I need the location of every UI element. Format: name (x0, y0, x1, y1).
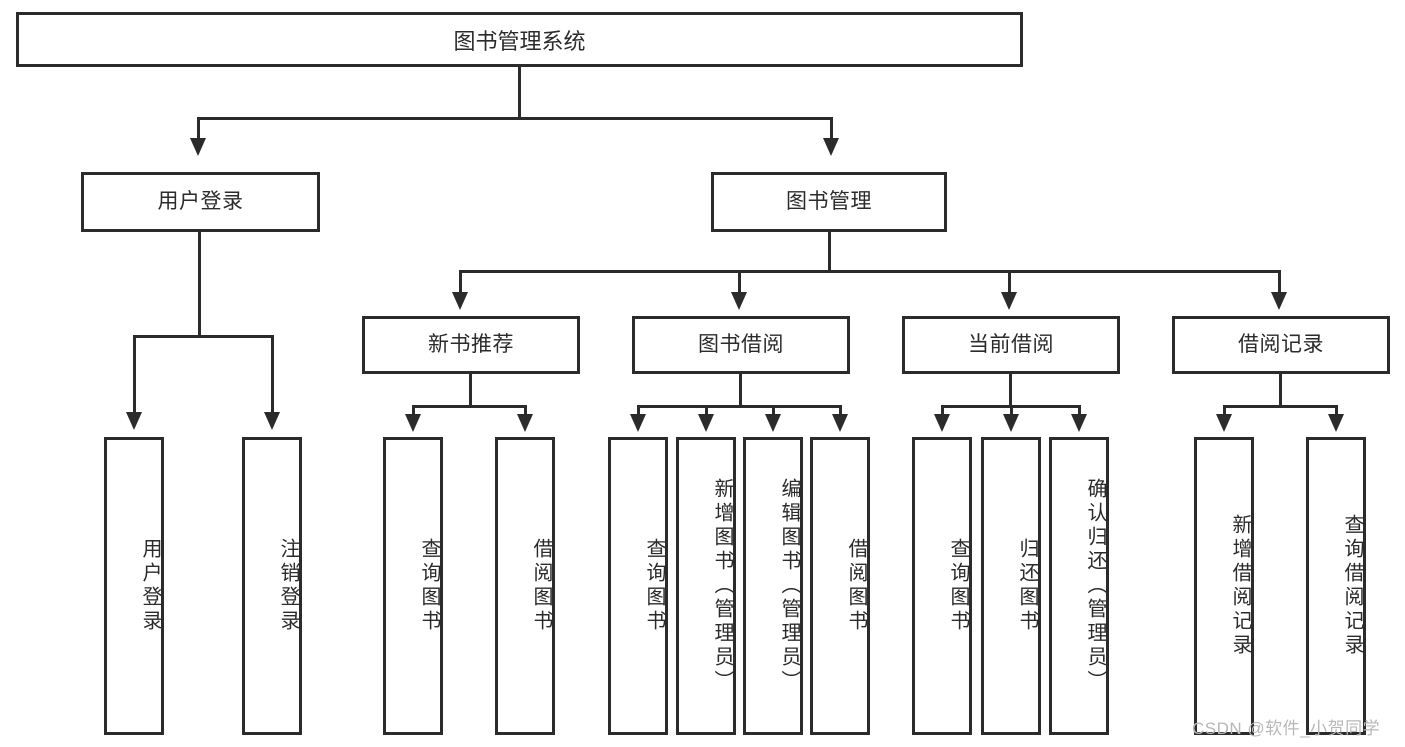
edge-br-bar (1223, 405, 1338, 408)
node-label: 图书管理 (786, 190, 872, 214)
arrowhead-bb-leaf-4 (832, 414, 848, 432)
arrowhead-bb-leaf-1 (630, 414, 646, 432)
node-leaf-br-add-record[interactable]: 新增借阅记录 (1194, 437, 1254, 735)
node-label: 查询借阅记录 (1341, 514, 1363, 658)
arrowhead-cb-leaf-2 (1003, 414, 1019, 432)
edge-cb-stem (1009, 374, 1012, 407)
node-root-book-management-system[interactable]: 图书管理系统 (16, 12, 1023, 67)
node-leaf-cb-return-books[interactable]: 归还图书 (981, 437, 1041, 735)
edge-user-login-to-leaf-1 (133, 335, 136, 417)
node-new-book-recommend[interactable]: 新书推荐 (362, 316, 580, 374)
node-label: 查询图书 (418, 538, 440, 634)
node-label: 借阅图书 (530, 538, 552, 634)
node-book-borrow[interactable]: 图书借阅 (632, 316, 850, 374)
node-label: 确认归还（管理员） (1084, 478, 1106, 694)
edge-nbr-stem (469, 374, 472, 407)
node-book-management[interactable]: 图书管理 (711, 172, 947, 232)
edge-bb-to-leaf-4 (839, 405, 842, 419)
node-leaf-nbr-borrow-books[interactable]: 借阅图书 (495, 437, 555, 735)
edge-bb-bar (637, 405, 842, 408)
edge-book-management-stem (828, 232, 831, 272)
node-leaf-bb-query-books[interactable]: 查询图书 (608, 437, 668, 735)
arrowhead-bb-leaf-2 (698, 414, 714, 432)
edge-cb-to-leaf-2 (1010, 405, 1013, 419)
edge-br-to-leaf-1 (1223, 405, 1226, 419)
node-current-borrow[interactable]: 当前借阅 (902, 316, 1120, 374)
arrowhead-current-borrow (1001, 292, 1017, 310)
node-leaf-bb-edit-book-admin[interactable]: 编辑图书（管理员） (743, 437, 803, 735)
node-leaf-nbr-query-books[interactable]: 查询图书 (383, 437, 443, 735)
watermark: CSDN @软件_小贺同学 (1192, 719, 1381, 738)
edge-cb-to-leaf-3 (1078, 405, 1081, 419)
node-label: 新增图书（管理员） (711, 478, 733, 694)
arrowhead-cb-leaf-1 (934, 414, 950, 432)
node-leaf-cb-query-books[interactable]: 查询图书 (912, 437, 972, 735)
edge-bb-to-leaf-3 (772, 405, 775, 419)
arrowhead-cb-leaf-3 (1071, 414, 1087, 432)
node-label: 注销登录 (277, 538, 299, 634)
node-leaf-bb-borrow-books[interactable]: 借阅图书 (810, 437, 870, 735)
node-user-login[interactable]: 用户登录 (81, 172, 320, 232)
arrowhead-user-login-leaf-2 (264, 412, 280, 430)
edge-nbr-to-leaf-2 (524, 405, 527, 419)
edge-bm-to-book-borrow (738, 270, 741, 298)
arrowhead-br-leaf-1 (1216, 414, 1232, 432)
node-label: 借阅图书 (845, 538, 867, 634)
edge-user-login-stem (198, 232, 201, 337)
arrowhead-user-login (190, 138, 206, 156)
edge-root-bar (197, 117, 833, 120)
node-leaf-cb-confirm-return-admin[interactable]: 确认归还（管理员） (1049, 437, 1109, 735)
node-label: 借阅记录 (1238, 333, 1324, 357)
arrowhead-nbr-leaf-1 (405, 414, 421, 432)
edge-user-login-to-leaf-2 (271, 335, 274, 417)
arrowhead-book-borrow (731, 292, 747, 310)
edge-br-to-leaf-2 (1335, 405, 1338, 419)
edge-user-login-bar (133, 335, 271, 338)
node-leaf-bb-add-book-admin[interactable]: 新增图书（管理员） (676, 437, 736, 735)
node-leaf-logout[interactable]: 注销登录 (242, 437, 302, 735)
node-label: 用户登录 (157, 190, 244, 214)
node-leaf-br-query-record[interactable]: 查询借阅记录 (1306, 437, 1366, 735)
edge-book-management-bar (459, 270, 1281, 273)
arrowhead-new-book-recommend (452, 292, 468, 310)
edge-bm-to-current-borrow (1008, 270, 1011, 298)
arrowhead-borrow-record (1271, 292, 1287, 310)
node-label: 归还图书 (1016, 538, 1038, 634)
edge-br-stem (1279, 374, 1282, 407)
node-label: 图书借阅 (698, 333, 784, 357)
node-label: 图书管理系统 (453, 28, 586, 54)
edge-bb-stem (739, 374, 742, 407)
arrowhead-bb-leaf-3 (765, 414, 781, 432)
edge-root-stem (518, 67, 521, 119)
node-leaf-user-login[interactable]: 用户登录 (104, 437, 164, 735)
arrowhead-br-leaf-2 (1328, 414, 1344, 432)
node-label: 新增借阅记录 (1229, 514, 1251, 658)
node-label: 用户登录 (139, 538, 161, 634)
arrowhead-user-login-leaf-1 (126, 412, 142, 430)
node-borrow-record[interactable]: 借阅记录 (1172, 316, 1390, 374)
edge-nbr-bar (412, 405, 527, 408)
edge-bm-to-new-book (459, 270, 462, 298)
edge-bm-to-borrow-record (1278, 270, 1281, 298)
edge-root-to-book-management (830, 117, 833, 143)
arrowhead-book-management (823, 138, 839, 156)
arrowhead-nbr-leaf-2 (517, 414, 533, 432)
edge-cb-to-leaf-1 (941, 405, 944, 419)
edge-bb-to-leaf-1 (637, 405, 640, 419)
node-label: 编辑图书（管理员） (778, 478, 800, 694)
edge-bb-to-leaf-2 (705, 405, 708, 419)
edge-root-to-user-login (197, 117, 200, 143)
node-label: 新书推荐 (428, 333, 514, 357)
node-label: 查询图书 (947, 538, 969, 634)
node-label: 当前借阅 (968, 333, 1054, 357)
node-label: 查询图书 (643, 538, 665, 634)
edge-nbr-to-leaf-1 (412, 405, 415, 419)
